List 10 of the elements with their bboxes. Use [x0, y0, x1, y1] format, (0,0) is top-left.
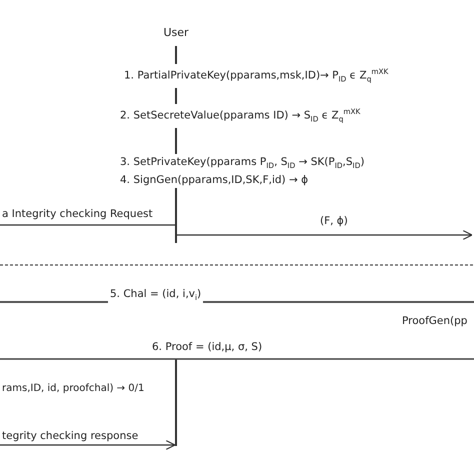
- edge-label: (F, ϕ): [319, 214, 349, 229]
- step-text: 4. SignGen(pparams,ID,SK,F,id) → ϕ: [118, 172, 310, 188]
- step-text: 3. SetPrivateKey(pparams P$_{ID}$, S$_{ID}$ → SK(P$_{ID}$,S$_{ID}$): [118, 154, 366, 174]
- step-text: ProofGen(pp: [400, 313, 470, 329]
- edge-label: tegrity checking response: [1, 429, 140, 444]
- edge-label: a Integrity checking Request: [1, 207, 154, 222]
- message-arrow: [0, 440, 176, 450]
- lifeline: [175, 359, 177, 446]
- message-arrow: [177, 230, 473, 240]
- step-text: 6. Proof = (id,μ, σ, S): [150, 339, 264, 355]
